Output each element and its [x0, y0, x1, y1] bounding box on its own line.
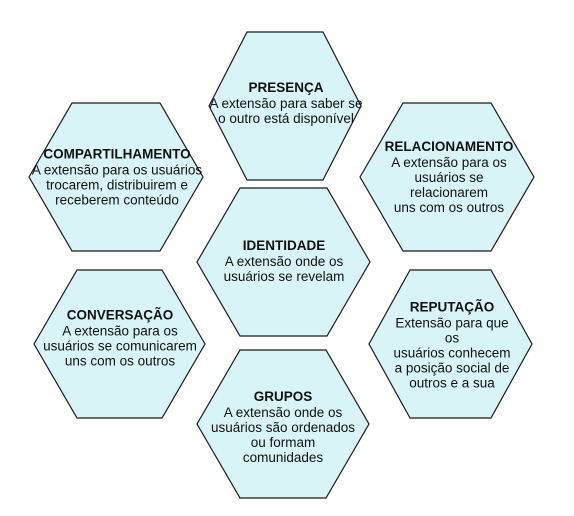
label-grupos: GRUPOS A extensão onde os usuários são o…: [211, 389, 355, 465]
title-compartilhamento: COMPARTILHAMENTO: [43, 146, 191, 162]
hexagon-compartilhamento: [28, 102, 204, 252]
label-conversacao: CONVERSAÇÃO A extensão para os usuários …: [43, 308, 197, 369]
desc-identidade: A extensão onde os usuários se revelam: [223, 254, 345, 284]
label-reputacao: REPUTAÇÃO Extensão para que os usuários …: [391, 300, 513, 391]
title-reputacao: REPUTAÇÃO: [409, 299, 495, 315]
label-compartilhamento: COMPARTILHAMENTO A extensão para os usuá…: [32, 147, 202, 208]
title-identidade: IDENTIDADE: [242, 238, 326, 253]
label-relacionamento: RELACIONAMENTO A extensão para os usuári…: [385, 139, 514, 215]
hexagon-conversacao: [33, 269, 206, 419]
desc-compartilhamento: A extensão para os usuários trocarem, di…: [31, 162, 203, 208]
label-presenca: PRESENÇA A extensão para saber se o outr…: [209, 80, 362, 126]
desc-presenca: A extensão para saber se o outro está di…: [209, 96, 363, 126]
hexagon-presenca: [208, 31, 362, 181]
label-identidade: IDENTIDADE A extensão onde os usuários s…: [224, 238, 345, 284]
hexagon-identidade: [196, 187, 371, 337]
hexagon-grupos: [196, 349, 370, 499]
hexagon-relacionamento: [359, 102, 535, 252]
desc-relacionamento: A extensão para os usuários se relaciona…: [391, 155, 507, 215]
hexagon-reputacao: [368, 269, 533, 419]
desc-grupos: A extensão onde os usuários são ordenado…: [210, 405, 356, 465]
desc-conversacao: A extensão para os usuários se comunicar…: [43, 323, 197, 369]
desc-reputacao: Extensão para que os usuários conhecem a…: [393, 315, 511, 391]
title-presenca: PRESENÇA: [248, 80, 324, 95]
title-conversacao: CONVERSAÇÃO: [66, 307, 174, 323]
title-relacionamento: RELACIONAMENTO: [384, 139, 514, 154]
title-grupos: GRUPOS: [253, 389, 313, 404]
